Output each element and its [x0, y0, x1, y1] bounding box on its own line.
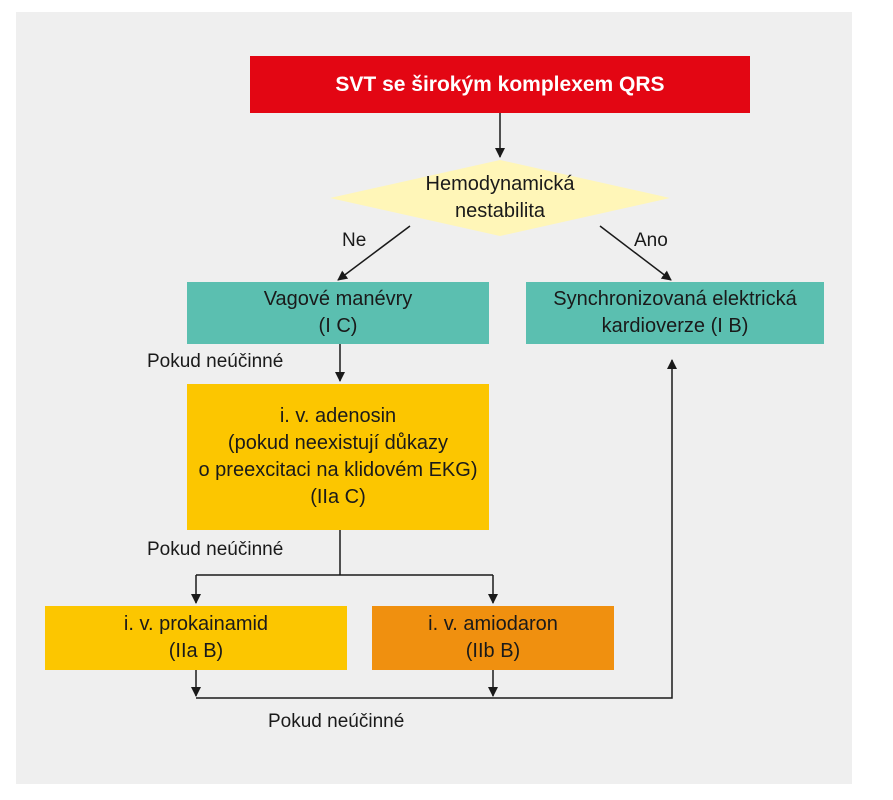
if-ineffective-label-3: Pokud neúčinné — [268, 711, 405, 732]
if-ineffective-label-1: Pokud neúčinné — [147, 351, 284, 372]
decision-diamond — [330, 160, 670, 236]
adenosine-line-1: i. v. adenosin — [279, 405, 397, 427]
title-box: SVT se širokým komplexem QRS — [250, 56, 750, 113]
adenosine-line-3: o preexcitaci na klidovém EKG) — [198, 459, 478, 481]
procainamide-line-2: (IIa B) — [168, 640, 224, 662]
arrow-decision-to-cardioversion — [599, 225, 672, 281]
decision-label: Hemodynamická nestabilita — [370, 170, 630, 226]
adenosine-line-4: (IIa C) — [310, 486, 366, 508]
adenosine-box: i. v. adenosin (pokud neexistují důkazy … — [187, 384, 489, 530]
cardioversion-line-2: kardioverze (I B) — [601, 315, 749, 337]
decision-line-2: nestabilita — [454, 200, 546, 222]
adenosine-line-2: (pokud neexistují důkazy — [227, 432, 449, 454]
arrow-decision-to-vagal — [337, 225, 411, 281]
vagal-line-2: (I C) — [318, 315, 358, 337]
line-bottom-collector — [196, 359, 677, 699]
amiodarone-box: i. v. amiodaron (IIb B) — [372, 606, 614, 670]
cardioversion-box: Synchronizovaná elektrická kardioverze (… — [526, 282, 824, 344]
branch-no-label: Ne — [342, 230, 367, 251]
vagal-maneuvers-box: Vagové manévry (I C) — [187, 282, 489, 344]
procainamide-box: i. v. prokainamid (IIa B) — [45, 606, 347, 670]
if-ineffective-label-2: Pokud neúčinné — [147, 539, 284, 560]
branch-yes-label: Ano — [634, 230, 668, 251]
cardioversion-line-1: Synchronizovaná elektrická — [553, 288, 797, 310]
amiodarone-line-1: i. v. amiodaron — [428, 613, 558, 635]
amiodarone-line-2: (IIb B) — [465, 640, 521, 662]
title-text: SVT se širokým komplexem QRS — [335, 73, 665, 96]
procainamide-line-1: i. v. prokainamid — [123, 613, 269, 635]
vagal-line-1: Vagové manévry — [263, 288, 413, 310]
decision-line-1: Hemodynamická — [425, 173, 575, 195]
